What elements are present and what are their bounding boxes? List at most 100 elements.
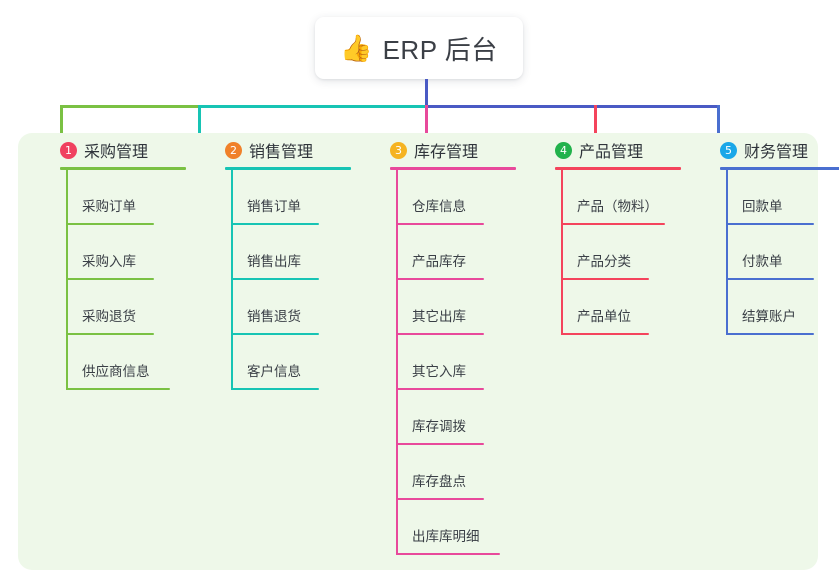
branch-badge-1: 1 xyxy=(60,141,77,159)
leaf-item[interactable]: 产品（物料） xyxy=(561,170,695,225)
branch-spine-5 xyxy=(726,170,728,335)
leaf-underline xyxy=(726,278,814,280)
leaf-item[interactable]: 产品库存 xyxy=(396,225,530,280)
leaf-item[interactable]: 仓库信息 xyxy=(396,170,530,225)
leaf-label: 库存调拨 xyxy=(412,419,466,434)
branch-underline-5 xyxy=(720,167,839,170)
leaf-label: 出库库明细 xyxy=(412,529,480,544)
leaf-underline xyxy=(66,278,154,280)
bus-blue-connector xyxy=(425,105,720,108)
leaf-underline xyxy=(66,223,154,225)
leaf-label: 回款单 xyxy=(742,199,783,214)
leaf-underline xyxy=(66,333,154,335)
branch-header-1[interactable]: 1 采购管理 xyxy=(40,133,200,167)
leaf-underline xyxy=(396,553,500,555)
leaf-label: 产品单位 xyxy=(577,309,631,324)
leaf-label: 销售退货 xyxy=(247,309,301,324)
branch-label-2: 销售管理 xyxy=(249,144,314,161)
drop-connector-4 xyxy=(594,105,597,139)
branch-header-3[interactable]: 3 库存管理 xyxy=(370,133,530,167)
leaf-item[interactable]: 客户信息 xyxy=(231,335,365,390)
branch-label-3: 库存管理 xyxy=(414,144,479,161)
branch-items-1: 采购订单采购入库采购退货供应商信息 xyxy=(66,170,200,390)
branch-header-2[interactable]: 2 销售管理 xyxy=(205,133,365,167)
leaf-item[interactable]: 采购入库 xyxy=(66,225,200,280)
leaf-item[interactable]: 采购订单 xyxy=(66,170,200,225)
branch-underline-2 xyxy=(225,167,351,170)
leaf-underline xyxy=(726,333,814,335)
branch-underline-4 xyxy=(555,167,681,170)
thumbs-up-icon: 👍 xyxy=(340,33,373,63)
branch-underline-1 xyxy=(60,167,186,170)
branch-column-1: 1 采购管理采购订单采购入库采购退货供应商信息 xyxy=(40,133,200,390)
leaf-label: 采购退货 xyxy=(82,309,136,324)
leaf-item[interactable]: 销售订单 xyxy=(231,170,365,225)
leaf-underline xyxy=(561,333,649,335)
branch-items-5: 回款单付款单结算账户 xyxy=(726,170,839,335)
leaf-item[interactable]: 其它出库 xyxy=(396,280,530,335)
branch-column-2: 2 销售管理销售订单销售出库销售退货客户信息 xyxy=(205,133,365,390)
root-drop-connector xyxy=(425,79,428,107)
leaf-label: 其它出库 xyxy=(412,309,466,324)
drop-connector-1 xyxy=(60,105,63,139)
leaf-label: 库存盘点 xyxy=(412,474,466,489)
leaf-underline xyxy=(231,333,319,335)
branch-underline-3 xyxy=(390,167,516,170)
branch-spine-1 xyxy=(66,170,68,390)
branch-header-4[interactable]: 4 产品管理 xyxy=(535,133,695,167)
branch-items-2: 销售订单销售出库销售退货客户信息 xyxy=(231,170,365,390)
leaf-underline xyxy=(396,278,484,280)
branch-label-4: 产品管理 xyxy=(579,144,644,161)
leaf-item[interactable]: 其它入库 xyxy=(396,335,530,390)
branch-label-1: 采购管理 xyxy=(84,144,149,161)
leaf-item[interactable]: 供应商信息 xyxy=(66,335,200,390)
leaf-label: 产品分类 xyxy=(577,254,631,269)
leaf-underline xyxy=(396,223,484,225)
leaf-underline xyxy=(231,278,319,280)
branch-items-3: 仓库信息产品库存其它出库其它入库库存调拨库存盘点出库库明细 xyxy=(396,170,530,555)
leaf-item[interactable]: 销售退货 xyxy=(231,280,365,335)
drop-connector-3 xyxy=(425,105,428,139)
leaf-underline xyxy=(396,498,484,500)
leaf-underline xyxy=(396,443,484,445)
leaf-item[interactable]: 结算账户 xyxy=(726,280,839,335)
leaf-item[interactable]: 库存调拨 xyxy=(396,390,530,445)
leaf-label: 结算账户 xyxy=(742,309,796,324)
branch-badge-2: 2 xyxy=(225,141,242,159)
branches-panel: 1 采购管理采购订单采购入库采购退货供应商信息 2 销售管理销售订单销售出库销售退货客… xyxy=(18,133,839,570)
bus-teal-connector xyxy=(200,105,425,108)
leaf-underline xyxy=(66,388,170,390)
branch-items-4: 产品（物料） 产品分类产品单位 xyxy=(561,170,695,335)
drop-connector-5 xyxy=(717,105,720,139)
branch-badge-3: 3 xyxy=(390,141,407,159)
leaf-underline xyxy=(231,223,319,225)
leaf-item[interactable]: 采购退货 xyxy=(66,280,200,335)
branch-spine-2 xyxy=(231,170,233,390)
leaf-label: 销售出库 xyxy=(247,254,301,269)
leaf-underline xyxy=(726,223,814,225)
leaf-item[interactable]: 产品单位 xyxy=(561,280,695,335)
leaf-label: 采购订单 xyxy=(82,199,136,214)
leaf-item[interactable]: 回款单 xyxy=(726,170,839,225)
branch-column-4: 4 产品管理产品（物料） 产品分类产品单位 xyxy=(535,133,695,335)
root-node[interactable]: 👍 ERP 后台 xyxy=(315,17,523,79)
bus-green-connector xyxy=(60,105,200,108)
leaf-underline xyxy=(396,333,484,335)
branch-badge-4: 4 xyxy=(555,141,572,159)
leaf-item[interactable]: 付款单 xyxy=(726,225,839,280)
leaf-label: 产品（物料） xyxy=(577,199,658,214)
branch-spine-3 xyxy=(396,170,398,555)
drop-connector-2 xyxy=(198,105,201,139)
leaf-item[interactable]: 销售出库 xyxy=(231,225,365,280)
leaf-item[interactable]: 产品分类 xyxy=(561,225,695,280)
leaf-underline xyxy=(561,278,649,280)
leaf-label: 仓库信息 xyxy=(412,199,466,214)
leaf-item[interactable]: 库存盘点 xyxy=(396,445,530,500)
branch-spine-4 xyxy=(561,170,563,335)
leaf-item[interactable]: 出库库明细 xyxy=(396,500,530,555)
leaf-label: 产品库存 xyxy=(412,254,466,269)
leaf-label: 销售订单 xyxy=(247,199,301,214)
